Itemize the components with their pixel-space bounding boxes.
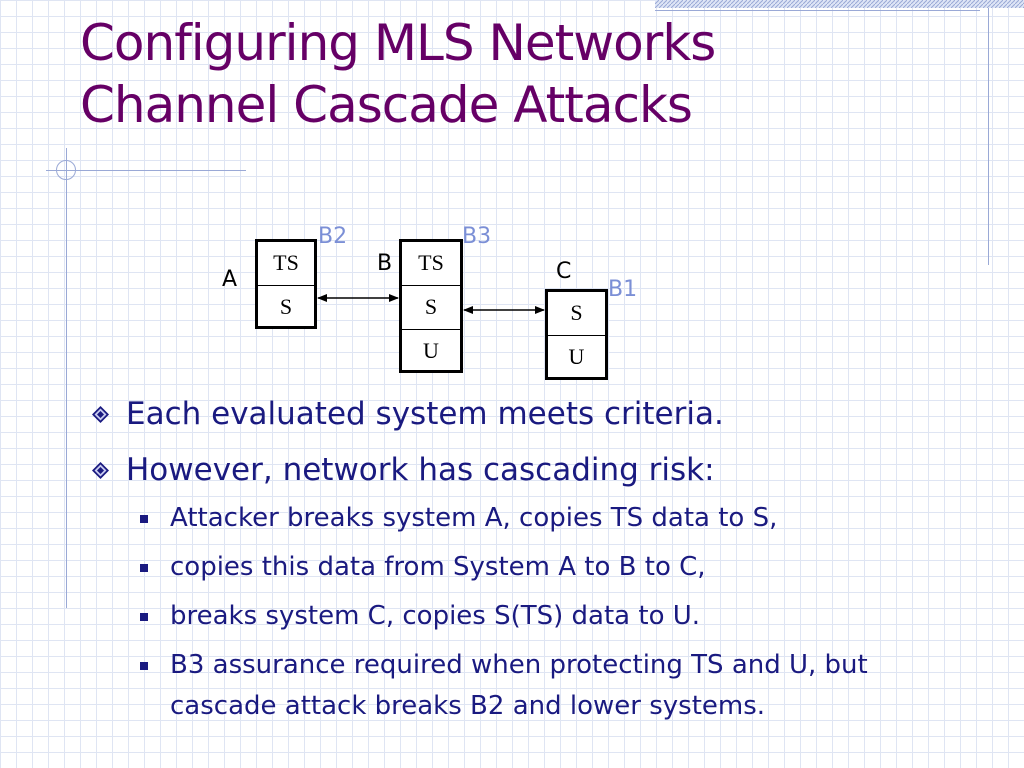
corner-vertical-line (988, 0, 989, 265)
sub-bullet-text: copies this data from System A to B to C… (170, 552, 706, 582)
sub-bullet-item: Attacker breaks system A, copies TS data… (84, 498, 984, 539)
bullet-text: Each evaluated system meets criteria. (126, 396, 724, 432)
decorative-horizontal-line (46, 170, 246, 171)
bullet-text: However, network has cascading risk: (126, 452, 715, 488)
classification-cell: U (568, 344, 585, 369)
sub-bullet-text: B3 assurance required when protecting TS… (170, 650, 868, 721)
level-label-c: B1 (608, 277, 638, 302)
title-line-2: Channel Cascade Attacks (80, 76, 693, 134)
system-label-c: C (556, 259, 572, 284)
bullet-item: Each evaluated system meets criteria. (84, 392, 984, 436)
classification-cell: S (279, 294, 293, 319)
slide-title: Configuring MLS Networks Channel Cascade… (80, 12, 716, 136)
square-bullet-icon (140, 662, 148, 670)
square-bullet-icon (140, 564, 148, 572)
level-label-a: B2 (318, 224, 348, 249)
level-label-b: B3 (462, 224, 492, 249)
bullet-item: However, network has cascading risk: (84, 448, 984, 492)
title-line-1: Configuring MLS Networks (80, 14, 716, 72)
bullet-list: Each evaluated system meets criteria. Ho… (84, 392, 984, 735)
system-label-b: B (377, 251, 393, 276)
decorative-ring (56, 160, 76, 180)
classification-cell: TS (402, 242, 460, 286)
sub-bullet-text: breaks system C, copies S(TS) data to U. (170, 601, 701, 631)
diamond-bullet-icon (92, 462, 109, 479)
classification-cell: TS (258, 242, 314, 286)
classification-cell: U (423, 338, 439, 363)
system-box-a: TS S (255, 239, 317, 329)
diamond-bullet-icon (92, 406, 109, 423)
corner-horizontal-line (655, 10, 980, 11)
decorative-vertical-line (66, 148, 67, 608)
sub-bullet-text: Attacker breaks system A, copies TS data… (170, 503, 778, 533)
classification-cell: S (402, 286, 460, 330)
sub-bullet-item: B3 assurance required when protecting TS… (84, 645, 930, 727)
system-label-a: A (222, 267, 238, 292)
square-bullet-icon (140, 515, 148, 523)
square-bullet-icon (140, 613, 148, 621)
sub-bullet-item: copies this data from System A to B to C… (84, 547, 984, 588)
sub-bullet-item: breaks system C, copies S(TS) data to U. (84, 596, 984, 637)
corner-hatch-band (655, 0, 1024, 8)
system-box-c: S U (545, 289, 608, 380)
classification-cell: S (548, 292, 605, 336)
system-box-b: TS S U (399, 239, 463, 373)
